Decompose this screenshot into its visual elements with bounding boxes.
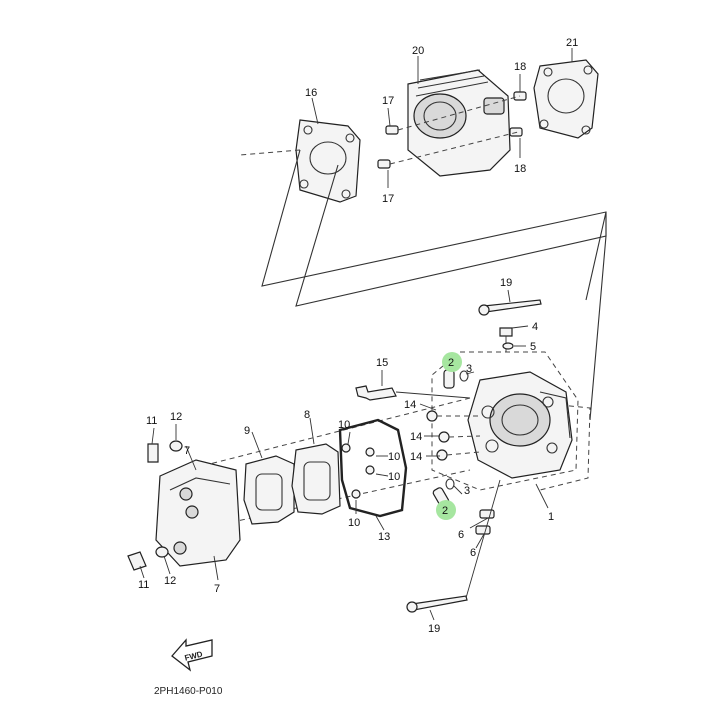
callout-11-upper: 11 — [146, 415, 157, 427]
cover-gasket — [338, 418, 408, 518]
callout-14c: 14 — [410, 451, 422, 463]
callout-11-lower: 11 — [138, 579, 149, 591]
bolt-11-lower — [127, 551, 147, 571]
callout-13: 13 — [378, 531, 390, 543]
callout-12-lower: 12 — [164, 575, 176, 587]
callout-18a: 18 — [514, 61, 526, 73]
callout-14b: 14 — [410, 431, 422, 443]
callout-3-upper: 3 — [466, 363, 472, 375]
stud-6a — [479, 509, 495, 519]
nut-14a — [426, 410, 438, 422]
cover-group — [127, 397, 471, 571]
callout-14a: 14 — [404, 399, 416, 411]
callout-21: 21 — [566, 37, 578, 49]
drawing-code: 2PH1460-P010 — [154, 686, 223, 697]
bolt-10d — [351, 489, 361, 499]
callout-2-upper: 2 — [448, 357, 454, 369]
callout-12-upper: 12 — [170, 411, 182, 423]
dowel-pin-17b — [377, 159, 391, 169]
nut-14b — [438, 431, 450, 443]
callout-9: 9 — [244, 425, 250, 437]
callout-18b: 18 — [514, 163, 526, 175]
callout-4: 4 — [532, 321, 538, 333]
valve-guide-2-upper — [443, 369, 455, 389]
callout-labels: 20 21 16 17 17 18 18 19 4 5 2 3 15 14 14… — [138, 37, 578, 635]
callout-8: 8 — [304, 409, 310, 421]
washer-12-upper — [169, 440, 183, 452]
highlight-2-lower — [436, 500, 456, 520]
bolt-10c — [365, 465, 375, 475]
callout-2-lower: 2 — [442, 505, 448, 517]
bolt-10a — [341, 443, 351, 453]
callout-7b: 7 — [214, 583, 220, 595]
cylinder-base-gasket — [295, 119, 361, 203]
callout-16: 16 — [305, 87, 317, 99]
spark-plug — [355, 385, 397, 401]
cylinder-head-group — [355, 299, 591, 613]
callout-19-upper: 19 — [500, 277, 512, 289]
callout-15: 15 — [376, 357, 388, 369]
bolt-19-lower — [411, 595, 468, 611]
bolt-19-upper — [483, 299, 542, 313]
leader-lines — [139, 48, 573, 621]
cylinder-group — [239, 59, 599, 203]
bolt-11-upper — [147, 443, 159, 463]
cylinder-head-gasket — [533, 59, 599, 139]
callout-17a: 17 — [382, 95, 394, 107]
callout-5: 5 — [530, 341, 536, 353]
callout-19-lower: 19 — [428, 623, 440, 635]
nut-14c — [436, 449, 448, 461]
callout-10c: 10 — [388, 471, 400, 483]
callout-10b: 10 — [388, 451, 400, 463]
callout-7a: 7 — [184, 445, 190, 457]
callout-6a: 6 — [458, 529, 464, 541]
callout-3-lower: 3 — [464, 485, 470, 497]
callout-20: 20 — [412, 45, 424, 57]
dowel-pin-17a — [385, 125, 399, 135]
callout-10a: 10 — [338, 419, 350, 431]
callout-10d: 10 — [348, 517, 360, 529]
washer-12-lower — [155, 546, 169, 558]
gasket-9 — [243, 455, 295, 525]
gasket-8 — [291, 443, 341, 515]
fwd-label: FWD — [184, 650, 204, 663]
fwd-arrow-icon: FWD — [171, 638, 213, 672]
callout-6b: 6 — [470, 547, 476, 559]
highlight-2-upper — [442, 352, 462, 372]
bolt-10b — [365, 447, 375, 457]
callout-17b: 17 — [382, 193, 394, 205]
stud-6b — [475, 525, 491, 535]
callout-1: 1 — [548, 511, 554, 523]
